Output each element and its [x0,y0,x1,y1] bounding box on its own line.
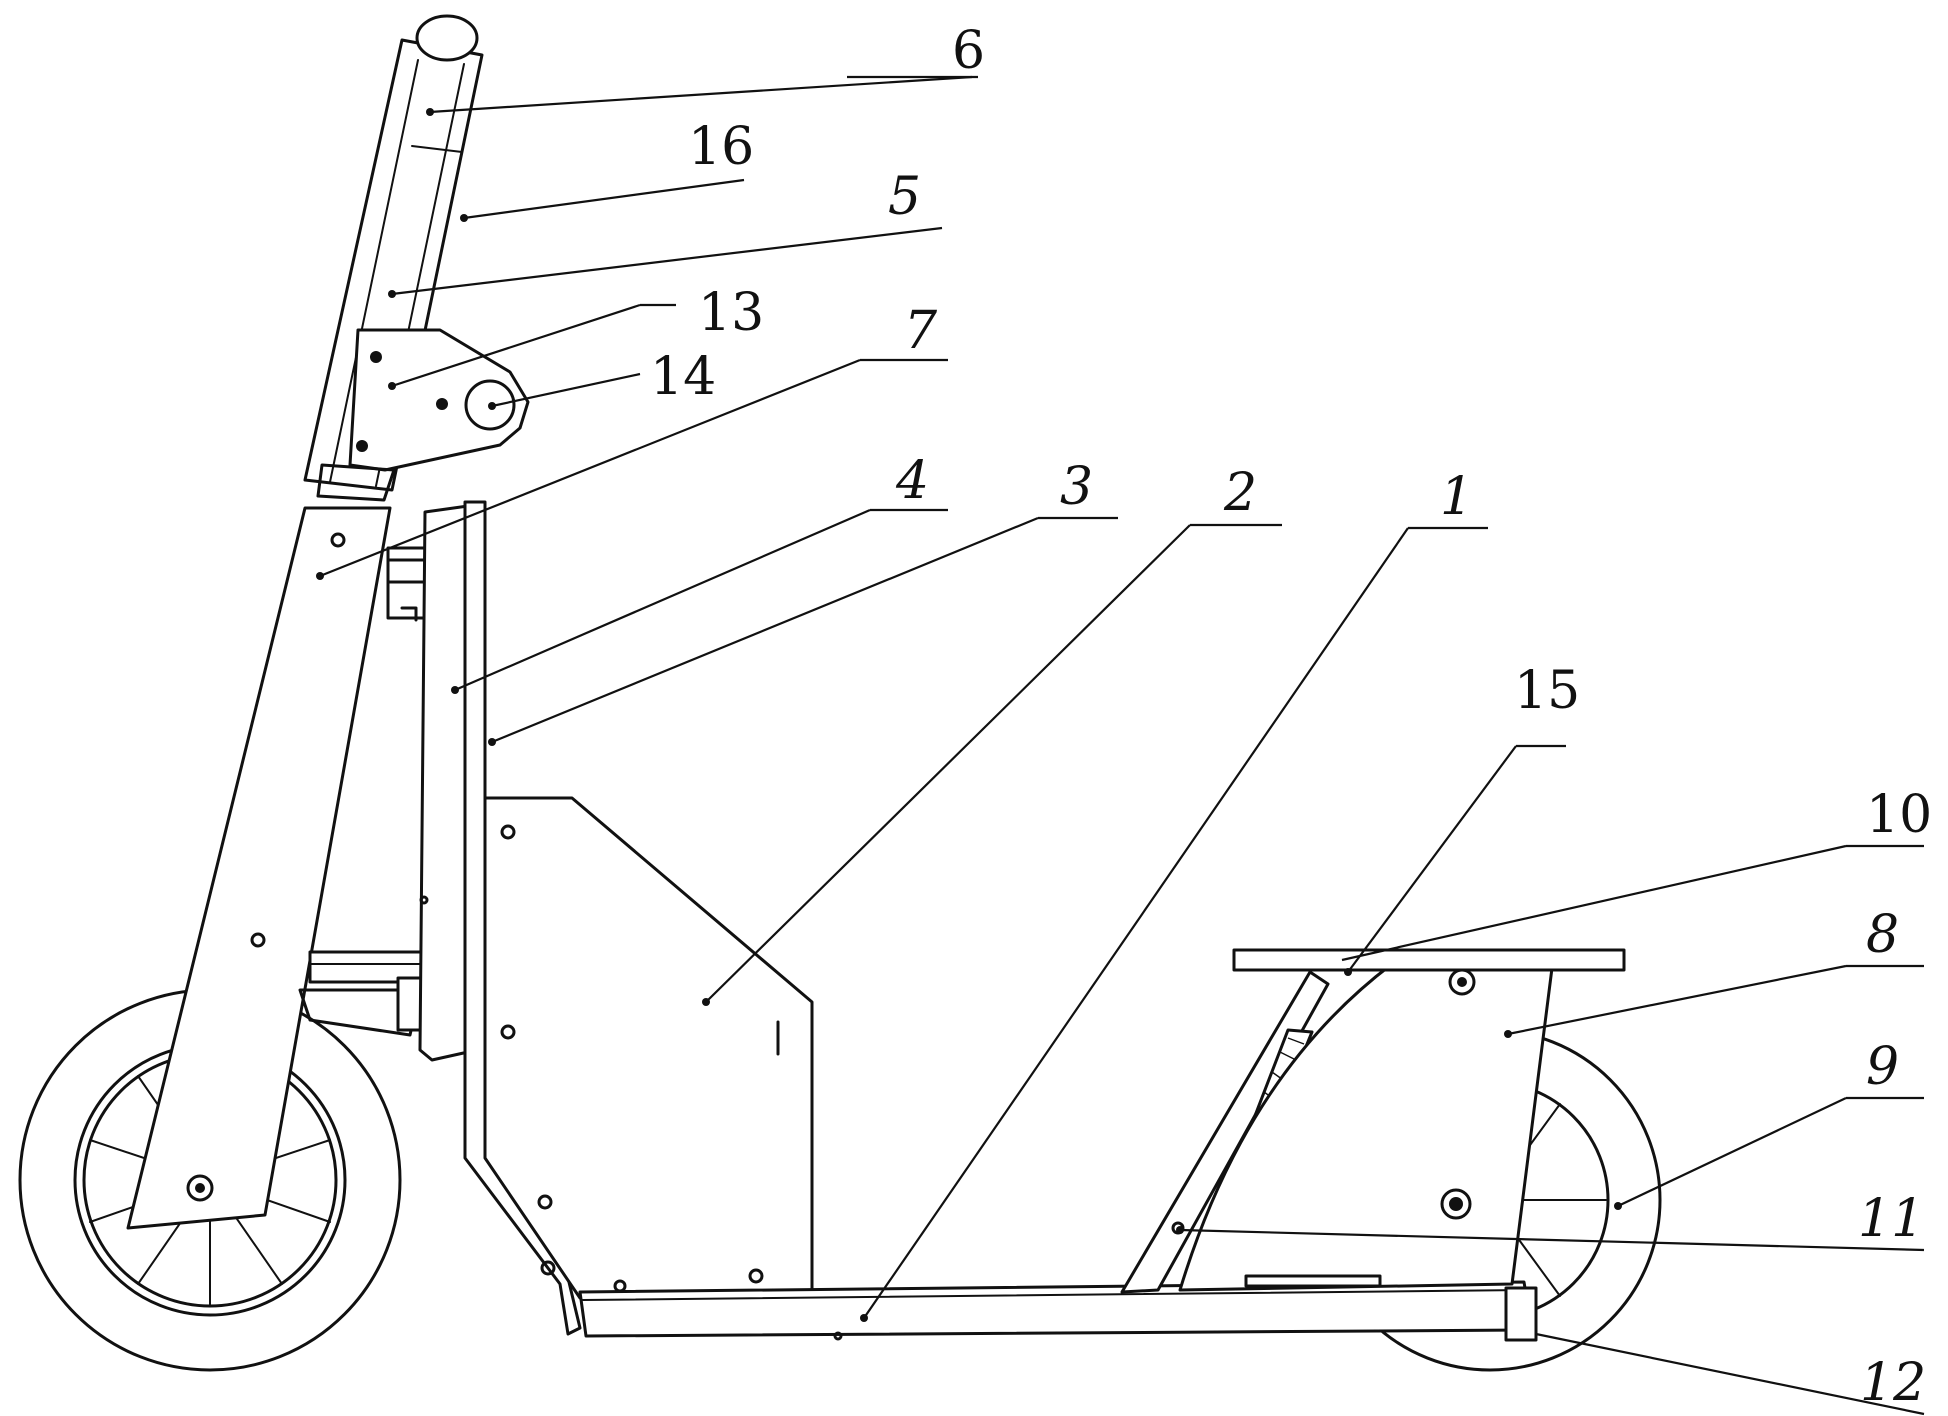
column-plate [418,504,470,1062]
label-8: 8 [1866,905,1899,965]
label-13: 13 [698,283,764,343]
leader-lines [319,75,1925,1416]
label-6: 6 [952,21,985,81]
frame-tube [463,500,582,1336]
label-16: 16 [688,117,754,177]
label-1: 1 [1440,467,1473,527]
front-axle-nut [186,1174,214,1202]
label-11: 11 [1858,1189,1924,1249]
handlebar-grip [415,14,479,62]
reference-labels: 6 16 5 13 14 7 4 3 2 1 15 10 8 9 11 12 [650,21,1932,1413]
label-5: 5 [888,167,921,227]
deck [578,1280,1534,1338]
label-3: 3 [1060,457,1093,517]
label-10: 10 [1866,785,1932,845]
front-fork [126,506,392,1230]
rear-bracket [1504,1286,1538,1342]
battery-box [483,796,814,1300]
label-4: 4 [895,451,929,511]
label-14: 14 [650,347,716,407]
label-2: 2 [1223,463,1257,523]
label-7: 7 [904,301,938,361]
label-12: 12 [1860,1353,1926,1413]
label-15: 15 [1514,661,1580,721]
label-9: 9 [1866,1037,1899,1097]
seat-plate [1232,948,1626,972]
leader-dots [316,108,1622,1322]
